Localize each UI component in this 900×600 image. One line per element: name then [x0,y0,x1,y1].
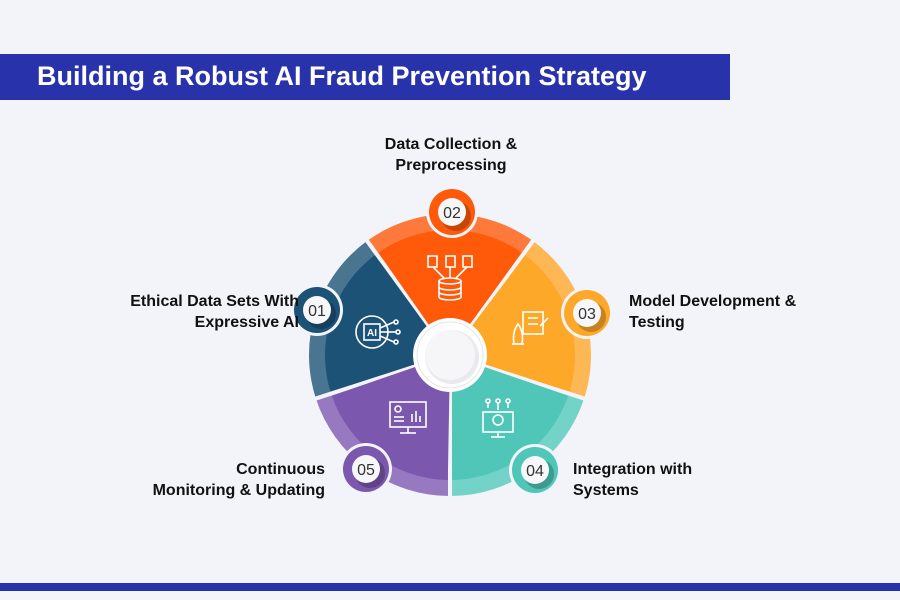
step-label-02: Data Collection & Preprocessing [376,134,526,176]
wedge-fill [331,355,450,480]
rocket-checklist-icon [512,311,549,345]
documents-database-icon [427,255,473,301]
step-badge-02: 02 [426,186,478,238]
wedge-fill [450,355,569,480]
label-line: Data Collection & [384,136,518,153]
label-line: Preprocessing [395,157,507,174]
label-line: Testing [629,314,685,331]
title-banner: Building a Robust AI Fraud Prevention St… [0,54,730,100]
label-line: Continuous [236,461,325,478]
svg-text:AI: AI [367,328,377,339]
label-line: Model Development & [629,293,797,310]
monitor-gear-icon [482,398,514,438]
ai-chip-gear-icon: AI [355,315,401,349]
label-line: Monitoring & Updating [152,482,325,499]
step-number: 04 [526,463,544,480]
step-label-01: Ethical Data Sets With Expressive AI [130,291,299,333]
step-label-05: Continuous Monitoring & Updating [153,459,325,501]
monitor-dashboard-icon [389,401,427,434]
label-line: Ethical Data Sets With [130,293,299,310]
step-number: 05 [357,462,375,479]
step-badge-05: 05 [340,443,392,495]
step-badge-01: 01 [291,284,343,336]
step-label-03: Model Development & Testing [629,291,796,333]
step-badge-04: 04 [509,444,561,496]
label-line: Systems [573,482,639,499]
page-title: Building a Robust AI Fraud Prevention St… [37,61,647,91]
step-badge-03: 03 [561,287,613,339]
label-line: Integration with [573,461,693,478]
center-hub [413,318,487,392]
step-label-04: Integration with Systems [573,459,692,501]
step-number: 03 [578,306,596,323]
wedge-fill [378,229,522,355]
footer-bar [0,583,900,591]
step-number: 01 [308,303,326,320]
label-line: Expressive AI [194,314,299,331]
step-number: 02 [443,205,461,222]
